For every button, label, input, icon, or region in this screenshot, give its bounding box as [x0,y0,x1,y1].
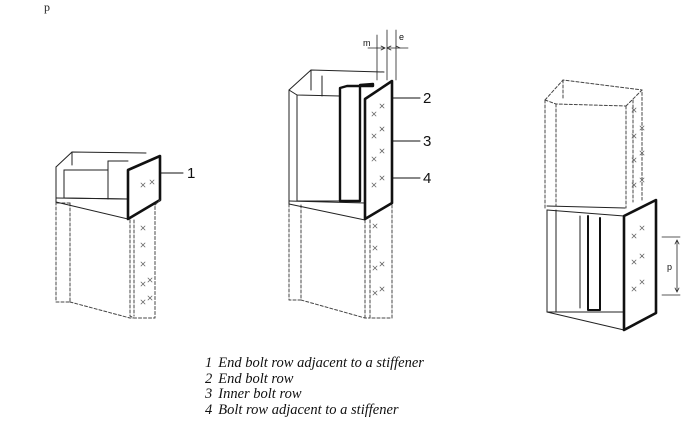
callout-label-3: 3 [423,133,431,150]
middle-column-assembly [288,29,421,319]
legend-text: Bolt row adjacent to a stiffener [218,401,399,418]
legend-text: Inner bolt row [218,386,302,402]
middle-bolt-marks [371,103,385,296]
right-stiffener [587,215,601,311]
right-end-plate [622,198,658,332]
dimension-label-e: e [399,32,404,42]
callout-label-4: 4 [423,170,431,187]
legend-item: 2 End bolt row [205,370,424,388]
legend-item: 1 End bolt row adjacent to a stiffener [205,355,424,372]
callout-label-1: 1 [187,165,195,182]
left-bolt-marks [140,179,155,305]
right-column-assembly [544,79,681,332]
legend-text: End bolt row adjacent to a stiffener [218,355,424,371]
left-column-assembly [55,151,184,319]
middle-stiffener [338,82,375,203]
left-column-dashed [55,201,156,319]
pitch-dimension [661,236,681,296]
middle-column-dashed [288,203,393,319]
right-column-dashed-top [544,79,643,211]
dimension-label-p: p [667,262,672,272]
dimension-marks [367,29,409,81]
legend-number: 1 [205,355,213,371]
legend-number: 3 [205,386,213,402]
callout-label-2: 2 [423,90,431,107]
legend-text: End bolt row [218,370,294,387]
middle-column-solid [288,69,385,221]
top-cropped-text: p [44,0,50,14]
legend-number: 2 [205,370,213,387]
dimension-label-m: m [363,38,371,48]
middle-end-plate [363,79,394,221]
right-bolt-marks [631,107,645,292]
legend-item: 3 Inner bolt row [205,386,424,403]
legend-number: 4 [205,401,213,418]
right-beam-solid [546,205,626,331]
legend-item: 4 Bolt row adjacent to a stiffener [205,401,424,419]
left-beam-end [55,151,147,220]
